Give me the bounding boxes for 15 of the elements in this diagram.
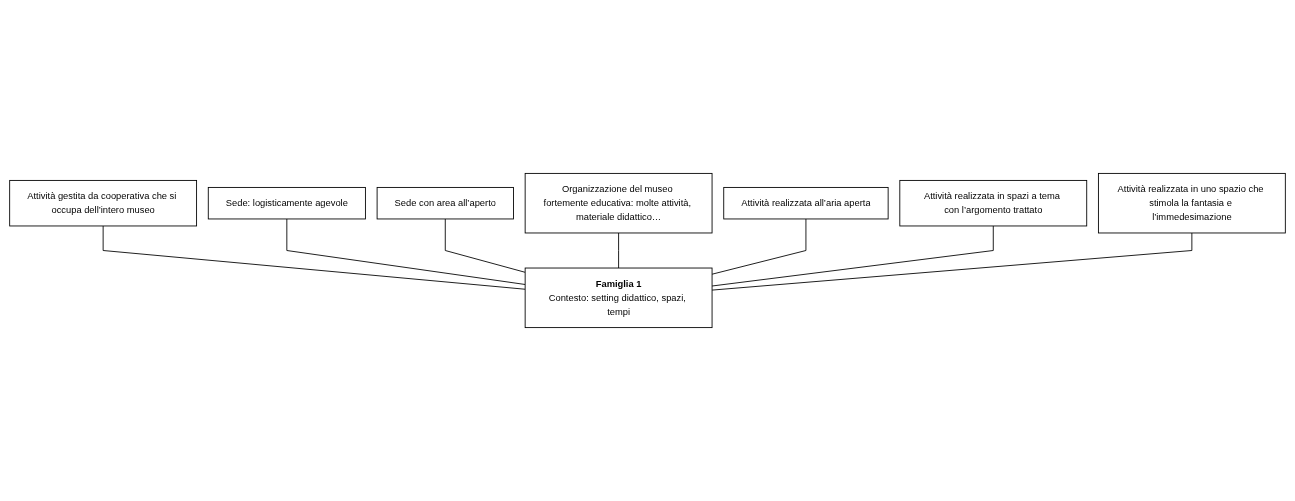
connector	[711, 225, 994, 287]
node-box: Organizzazione del museo fortemente educativa: molte attività, materiale didattico…	[524, 172, 713, 234]
node-box: Attività realizzata in spazi a tema con l’argomento trattato	[899, 179, 1088, 227]
connector	[711, 218, 807, 275]
node-box: Attività realizzata in uno spazio che stimola la fantasia e l’immedesimazione	[1097, 172, 1286, 234]
node-box: Attività realizzata all’aria aperta	[723, 187, 889, 220]
connector	[618, 232, 620, 269]
connector	[286, 218, 526, 285]
node-box: Attività gestita da cooperativa che si occupa dell’intero museo	[9, 179, 198, 227]
connector	[711, 232, 1193, 291]
connector	[444, 218, 526, 273]
connector	[102, 225, 526, 290]
node-box: Famiglia 1 Contesto: setting didattico, spazi, tempi	[524, 267, 713, 329]
node-box: Sede con area all’aperto	[376, 187, 514, 220]
node-box: Sede: logisticamente agevole	[207, 187, 366, 220]
